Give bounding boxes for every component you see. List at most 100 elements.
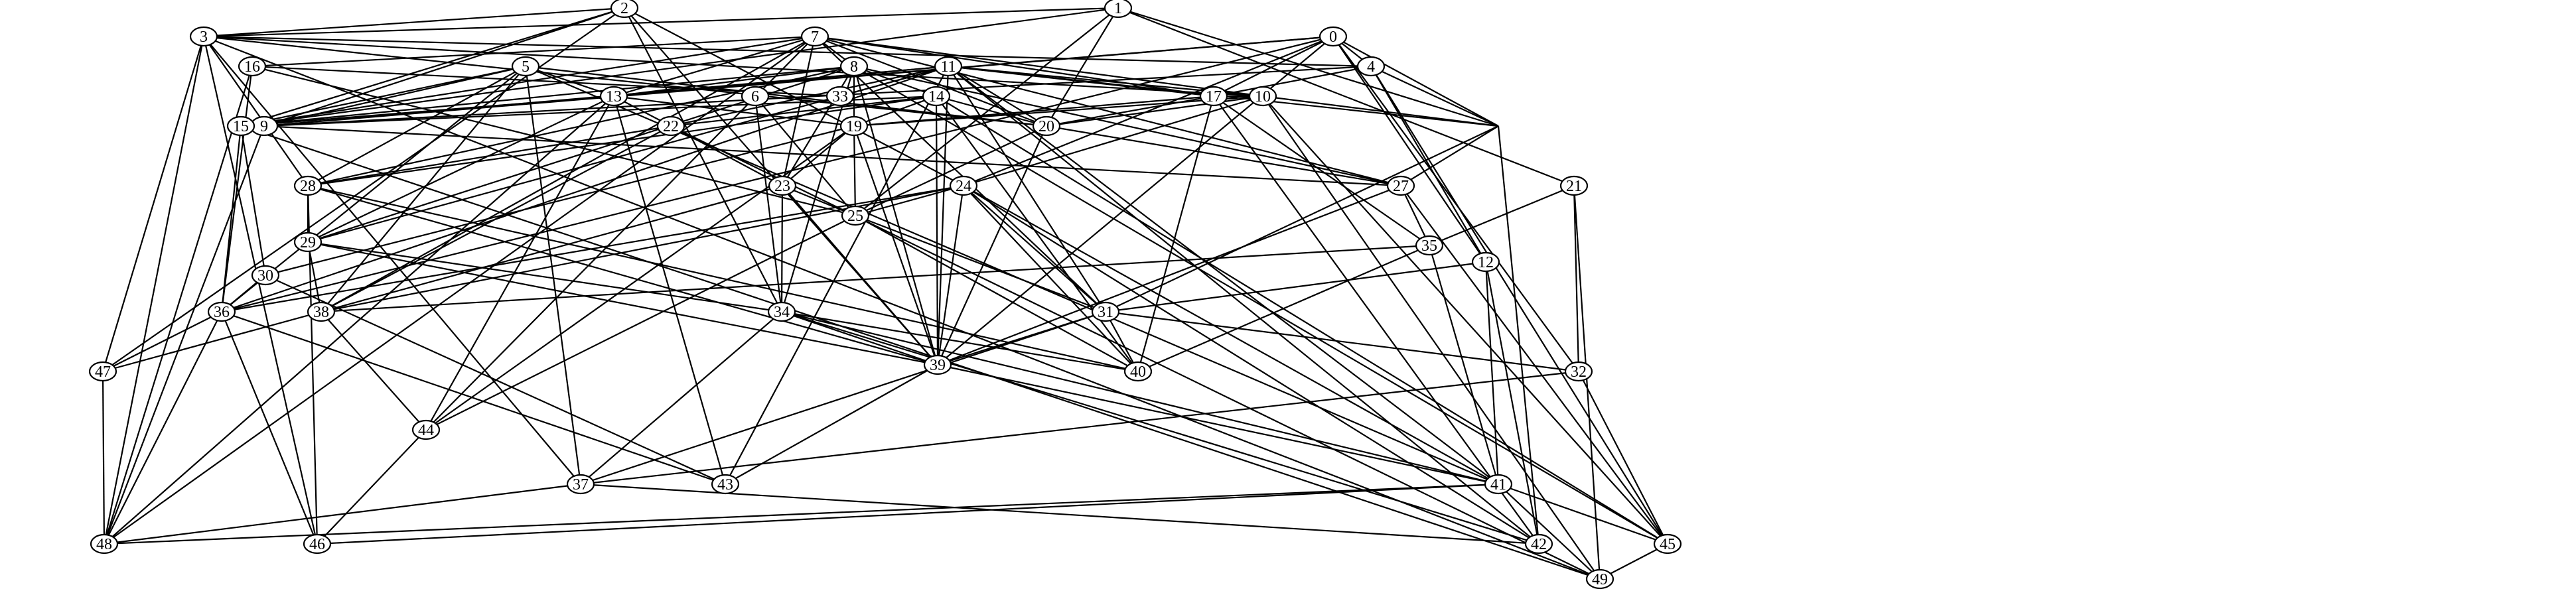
edge-25-44 bbox=[425, 215, 856, 430]
graph-node-17[interactable]: 17 bbox=[1199, 86, 1228, 107]
graph-node-33[interactable]: 33 bbox=[825, 86, 855, 107]
edge-14-20 bbox=[936, 95, 1047, 127]
graph-node-20[interactable]: 20 bbox=[1032, 115, 1061, 137]
graph-node-14[interactable]: 14 bbox=[922, 86, 951, 107]
edge-14-22 bbox=[670, 95, 937, 127]
edge-19-30 bbox=[265, 125, 855, 277]
graph-node-35[interactable]: 35 bbox=[1415, 235, 1444, 256]
node-label-17: 17 bbox=[1206, 88, 1222, 105]
node-circle-12 bbox=[1471, 251, 1500, 273]
edge-11-20 bbox=[948, 66, 1047, 127]
edge-8-13 bbox=[613, 65, 855, 98]
graph-node-16[interactable]: 16 bbox=[238, 56, 267, 77]
graph-node-3[interactable]: 3 bbox=[189, 26, 218, 47]
node-circle-41 bbox=[1484, 474, 1513, 495]
edge-15-36 bbox=[220, 125, 242, 312]
graph-node-11[interactable]: 11 bbox=[934, 56, 963, 77]
node-label-4: 4 bbox=[1367, 58, 1375, 76]
node-circle-42 bbox=[1524, 533, 1553, 555]
graph-node-9[interactable]: 9 bbox=[250, 115, 279, 137]
node-label-47: 47 bbox=[95, 363, 111, 381]
edge-5-38 bbox=[321, 66, 526, 312]
edge-29-34 bbox=[307, 241, 782, 313]
graph-node-15[interactable]: 15 bbox=[226, 115, 255, 137]
edge-8-45 bbox=[853, 66, 1668, 545]
graph-node-46[interactable]: 46 bbox=[303, 533, 332, 555]
node-circle-19 bbox=[839, 115, 869, 137]
graph-node-7[interactable]: 7 bbox=[800, 26, 829, 47]
graph-node-42[interactable]: 42 bbox=[1524, 533, 1553, 555]
graph-node-29[interactable]: 29 bbox=[293, 231, 322, 253]
graph-node-23[interactable]: 23 bbox=[768, 175, 797, 196]
edge-36-47 bbox=[102, 311, 222, 372]
node-label-15: 15 bbox=[233, 118, 249, 135]
graph-node-19[interactable]: 19 bbox=[839, 115, 869, 137]
graph-node-28[interactable]: 28 bbox=[293, 175, 322, 196]
graph-node-43[interactable]: 43 bbox=[711, 474, 740, 495]
node-label-44: 44 bbox=[418, 422, 434, 439]
node-circle-10 bbox=[1248, 86, 1277, 107]
node-circle-30 bbox=[251, 265, 280, 286]
node-label-11: 11 bbox=[940, 58, 956, 76]
edge-11-39 bbox=[936, 66, 950, 365]
graph-node-25[interactable]: 25 bbox=[841, 205, 870, 226]
edge-18-27 bbox=[1400, 125, 1499, 186]
edge-22-28 bbox=[307, 125, 672, 187]
graph-node-1[interactable]: 1 bbox=[1104, 0, 1133, 19]
node-circle-4 bbox=[1356, 56, 1386, 77]
edge-7-10 bbox=[814, 35, 1263, 98]
graph-node-13[interactable]: 13 bbox=[599, 86, 628, 107]
edge-24-39 bbox=[936, 185, 965, 365]
edge-17-40 bbox=[1137, 96, 1215, 372]
graph-node-41[interactable]: 41 bbox=[1484, 474, 1513, 495]
edge-1-18 bbox=[1117, 7, 1499, 127]
node-label-41: 41 bbox=[1490, 476, 1506, 493]
edge-10-24 bbox=[963, 95, 1263, 187]
graph-node-34[interactable]: 34 bbox=[767, 301, 796, 322]
graph-node-37[interactable]: 37 bbox=[566, 474, 595, 495]
node-label-20: 20 bbox=[1038, 118, 1054, 135]
graph-node-45[interactable]: 45 bbox=[1653, 533, 1682, 555]
node-label-19: 19 bbox=[846, 118, 862, 135]
node-circle-23 bbox=[768, 175, 797, 196]
graph-node-49[interactable]: 49 bbox=[1585, 568, 1614, 590]
graph-node-4[interactable]: 4 bbox=[1356, 56, 1386, 77]
graph-node-12[interactable]: 12 bbox=[1471, 251, 1500, 273]
edge-layer bbox=[102, 7, 1668, 580]
graph-node-47[interactable]: 47 bbox=[88, 361, 117, 382]
graph-node-6[interactable]: 6 bbox=[741, 86, 770, 107]
edge-32-45 bbox=[1578, 371, 1668, 545]
edge-44-46 bbox=[317, 429, 427, 545]
graph-node-24[interactable]: 24 bbox=[949, 175, 978, 196]
edge-5-29 bbox=[307, 66, 526, 243]
graph-node-36[interactable]: 36 bbox=[207, 301, 236, 322]
node-circle-27 bbox=[1386, 175, 1415, 196]
edge-0-17 bbox=[1213, 36, 1334, 97]
edge-7-38 bbox=[321, 36, 816, 312]
edge-32-37 bbox=[580, 370, 1579, 486]
graph-node-8[interactable]: 8 bbox=[839, 56, 869, 77]
graph-node-0[interactable]: 0 bbox=[1319, 26, 1348, 47]
node-circle-29 bbox=[293, 231, 322, 253]
graph-node-27[interactable]: 27 bbox=[1386, 175, 1415, 196]
graph-node-21[interactable]: 21 bbox=[1559, 175, 1589, 196]
graph-node-2[interactable]: 2 bbox=[610, 0, 639, 19]
graph-node-5[interactable]: 5 bbox=[511, 56, 540, 77]
graph-node-31[interactable]: 31 bbox=[1091, 301, 1120, 322]
edge-2-15 bbox=[240, 7, 625, 127]
graph-node-10[interactable]: 10 bbox=[1248, 86, 1277, 107]
graph-node-48[interactable]: 48 bbox=[90, 533, 119, 555]
edge-11-42 bbox=[948, 66, 1539, 545]
graph-node-38[interactable]: 38 bbox=[307, 301, 336, 322]
graph-node-30[interactable]: 30 bbox=[251, 265, 280, 286]
node-circle-3 bbox=[189, 26, 218, 47]
graph-node-22[interactable]: 22 bbox=[656, 115, 685, 137]
graph-node-32[interactable]: 32 bbox=[1564, 361, 1593, 382]
graph-node-39[interactable]: 39 bbox=[923, 354, 952, 375]
node-label-29: 29 bbox=[300, 234, 316, 251]
graph-node-44[interactable]: 44 bbox=[411, 419, 441, 440]
graph-node-40[interactable]: 40 bbox=[1123, 361, 1153, 382]
node-circle-34 bbox=[767, 301, 796, 322]
node-label-5: 5 bbox=[522, 58, 530, 76]
